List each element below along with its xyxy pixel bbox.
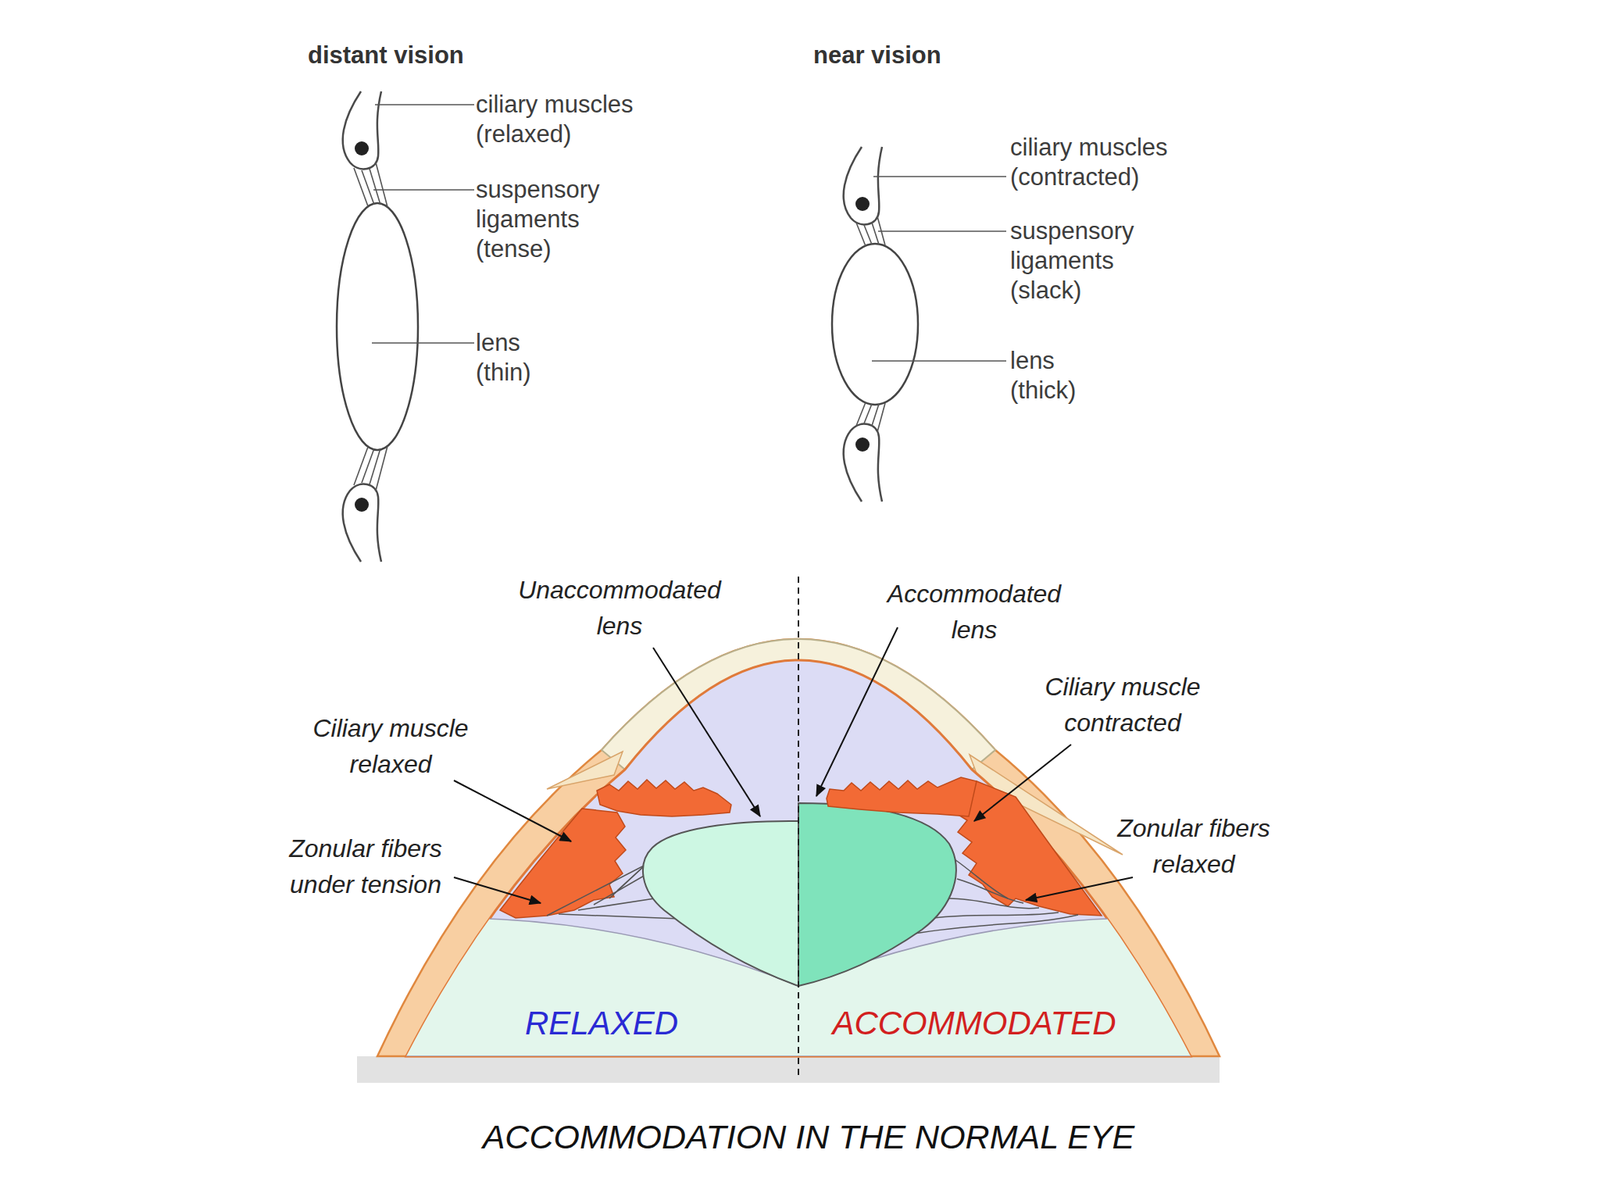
ciliary-muscle (342, 484, 382, 562)
figure-caption: ACCOMMODATION IN THE NORMAL EYE (371, 1115, 1247, 1158)
leader-line (873, 175, 1007, 178)
leader-line (371, 342, 475, 344)
zonular-fiber (933, 912, 1059, 918)
zonular-fiber (546, 863, 649, 916)
suspensory-ligament (353, 446, 388, 491)
state-label: ACCOMMODATED (794, 1003, 1154, 1044)
callout-arrow (974, 744, 1072, 822)
part-label: lens (thin) (475, 328, 562, 388)
lens-thick (832, 243, 918, 405)
ciliary-muscle (843, 424, 883, 502)
callout-arrow (653, 647, 761, 817)
lens-unaccommodated (642, 821, 799, 986)
part-label: Accommodated lens (864, 575, 1084, 648)
part-label: ciliary muscles (contracted) (1010, 132, 1186, 193)
zonular-fiber (558, 914, 680, 919)
callout-arrow (453, 780, 572, 842)
divider-line (797, 576, 800, 1077)
part-label: Unaccommodated lens (506, 571, 733, 644)
leader-line (373, 189, 475, 191)
ciliary-muscle (843, 146, 883, 225)
callout-arrows (453, 627, 1133, 904)
zonular-fiber (954, 859, 1008, 899)
leader-line (871, 360, 1007, 362)
part-label: lens (thick) (1010, 346, 1097, 406)
part-label: Zonular fibers under tension (271, 830, 460, 903)
panel-heading: distant vision (307, 40, 511, 71)
suspensory-ligament (856, 402, 886, 433)
leader-line (375, 103, 475, 106)
part-label: Zonular fibers relaxed (1100, 810, 1288, 883)
part-label: suspensory ligaments (tense) (475, 175, 652, 265)
lens-thin (336, 203, 418, 450)
part-label: Ciliary muscle relaxed (296, 710, 485, 783)
callout-arrow (1025, 877, 1133, 900)
leader-line (878, 230, 1007, 233)
suspensory-ligament (353, 162, 388, 208)
iris (826, 777, 977, 817)
base-bar (357, 1056, 1220, 1083)
zonular-fiber (578, 898, 655, 911)
zonular-fiber (949, 898, 1040, 909)
callout-arrow (816, 627, 898, 797)
ciliary-muscle (342, 91, 382, 169)
zonular-fiber (593, 875, 646, 905)
callout-arrow (453, 877, 541, 904)
part-label: Ciliary muscle contracted (1028, 668, 1217, 741)
lens-accommodated (798, 803, 957, 986)
iris (596, 779, 732, 817)
state-label: RELAXED (476, 1003, 727, 1044)
ciliary-muscle-contracted (954, 781, 1102, 916)
part-label: suspensory ligaments (slack) (1010, 216, 1186, 306)
ciliary-muscle-relaxed (500, 808, 626, 918)
panel-heading: near vision (813, 40, 1017, 71)
part-label: ciliary muscles (relaxed) (475, 89, 652, 150)
zonular-fiber (914, 914, 1079, 934)
